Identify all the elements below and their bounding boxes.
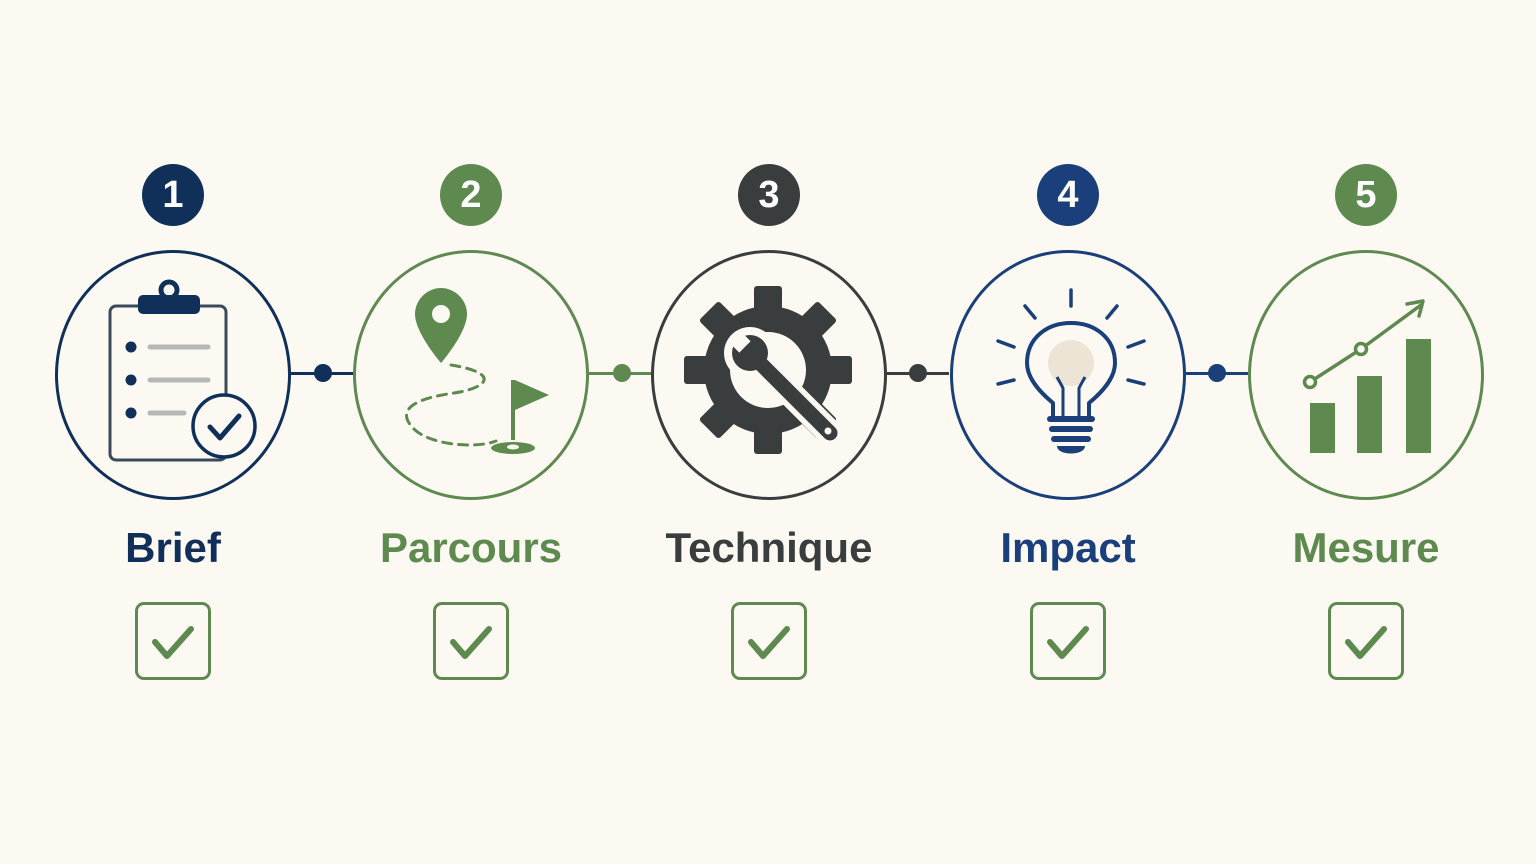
step-completed-checkbox[interactable] bbox=[135, 602, 211, 680]
step-number-badge: 4 bbox=[1037, 164, 1099, 226]
step-label: Brief bbox=[125, 524, 221, 571]
connector-dot-4-5 bbox=[1208, 364, 1226, 382]
connector-dot-2-3 bbox=[613, 364, 631, 382]
step-2: 2 Parcours bbox=[341, 0, 601, 864]
checkmark-icon bbox=[152, 626, 194, 659]
step-5: 5 Mesure bbox=[1236, 0, 1496, 864]
step-number-badge: 5 bbox=[1335, 164, 1397, 226]
growth-bar-chart-icon bbox=[1302, 299, 1431, 453]
step-number-badge: 3 bbox=[738, 164, 800, 226]
step-1: 1 Brief bbox=[43, 0, 303, 864]
step-icon-circle bbox=[651, 250, 887, 500]
checkmark-icon bbox=[1345, 626, 1387, 659]
step-label: Mesure bbox=[1292, 524, 1440, 571]
step-completed-checkbox[interactable] bbox=[731, 602, 807, 680]
checkmark-icon bbox=[450, 626, 492, 659]
step-completed-checkbox[interactable] bbox=[433, 602, 509, 680]
step-4: 4 Impact bbox=[938, 0, 1198, 864]
step-icon-circle bbox=[1248, 250, 1484, 500]
checkmark-icon bbox=[1047, 626, 1089, 659]
step-completed-checkbox[interactable] bbox=[1030, 602, 1106, 680]
clipboard-checklist-icon bbox=[108, 279, 257, 462]
step-icon-circle bbox=[55, 250, 291, 500]
step-label: Technique bbox=[665, 524, 873, 571]
connector-dot-3-4 bbox=[909, 364, 927, 382]
step-label: Parcours bbox=[379, 524, 563, 571]
step-3: 3 bbox=[639, 0, 899, 864]
step-number-badge: 2 bbox=[440, 164, 502, 226]
connector-dot-1-2 bbox=[314, 364, 332, 382]
step-completed-checkbox[interactable] bbox=[1328, 602, 1404, 680]
step-label: Impact bbox=[1000, 524, 1136, 571]
gear-wrench-icon bbox=[684, 286, 852, 454]
checkmark-icon bbox=[748, 626, 790, 659]
step-icon-circle bbox=[950, 250, 1186, 500]
step-number-badge: 1 bbox=[142, 164, 204, 226]
step-icon-circle bbox=[353, 250, 589, 500]
lightbulb-icon bbox=[996, 288, 1146, 454]
route-map-pin-flag-icon bbox=[405, 288, 549, 454]
